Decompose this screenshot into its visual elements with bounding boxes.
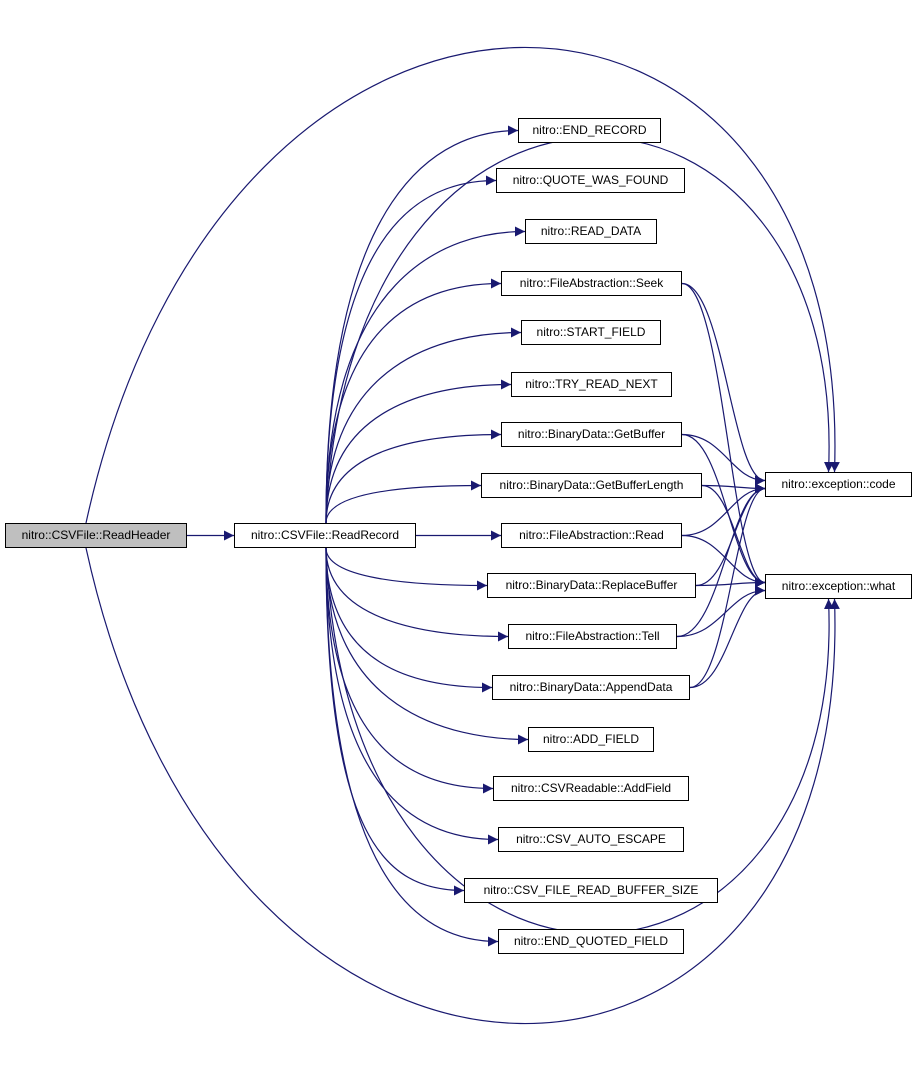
node-csv-auto-escape[interactable]: nitro::CSV_AUTO_ESCAPE [498, 827, 684, 852]
edge-bd-append-data-to-exception-code [689, 483, 766, 689]
node-end-quoted-field[interactable]: nitro::END_QUOTED_FIELD [498, 929, 684, 954]
node-start-field[interactable]: nitro::START_FIELD [521, 320, 661, 345]
edge-fa-seek-to-exception-code [681, 282, 766, 486]
node-binarydata-getbufferlength[interactable]: nitro::BinaryData::GetBufferLength [481, 473, 702, 498]
edge-read-record-to-csv-readable-add-field [325, 547, 494, 794]
edge-read-record-to-bd-replace-buffer [325, 547, 488, 591]
edge-fa-read-to-exception-what [681, 534, 766, 588]
edge-read-record-to-start-field [325, 327, 522, 524]
node-fileabstraction-tell[interactable]: nitro::FileAbstraction::Tell [508, 624, 677, 649]
edge-read-record-to-bd-append-data [325, 547, 493, 693]
edge-read-record-to-fa-tell [325, 547, 509, 642]
edge-read-record-to-bd-get-buffer [325, 429, 502, 524]
node-read-data[interactable]: nitro::READ_DATA [525, 219, 657, 244]
node-add-field[interactable]: nitro::ADD_FIELD [528, 727, 654, 752]
edge-read-header-to-exception-code [85, 46, 840, 524]
node-csv-file-read-buffer-size[interactable]: nitro::CSV_FILE_READ_BUFFER_SIZE [464, 878, 718, 903]
edge-bd-replace-buffer-to-exception-what [695, 577, 766, 588]
edge-read-record-to-end-quoted-field [325, 547, 499, 947]
node-binarydata-getbuffer[interactable]: nitro::BinaryData::GetBuffer [501, 422, 682, 447]
edge-bd-append-data-to-exception-what [689, 585, 766, 689]
node-exception-what[interactable]: nitro::exception::what [765, 574, 912, 599]
node-quote-was-found[interactable]: nitro::QUOTE_WAS_FOUND [496, 168, 685, 193]
node-binarydata-replacebuffer[interactable]: nitro::BinaryData::ReplaceBuffer [487, 573, 696, 598]
edge-read-record-to-end-record [325, 125, 519, 524]
edge-read-record-to-add-field [325, 547, 529, 745]
node-exception-code[interactable]: nitro::exception::code [765, 472, 912, 497]
node-csvfile-readrecord[interactable]: nitro::CSVFile::ReadRecord [234, 523, 416, 548]
edge-read-record-to-quote-was-found [325, 175, 497, 524]
edge-fa-read-to-exception-code [681, 483, 766, 537]
node-fileabstraction-seek[interactable]: nitro::FileAbstraction::Seek [501, 271, 682, 296]
node-fileabstraction-read[interactable]: nitro::FileAbstraction::Read [501, 523, 682, 548]
edge-read-record-to-fa-seek [325, 278, 502, 524]
node-binarydata-appenddata[interactable]: nitro::BinaryData::AppendData [492, 675, 690, 700]
edge-read-header-to-exception-what [85, 547, 840, 1025]
node-end-record[interactable]: nitro::END_RECORD [518, 118, 661, 143]
node-csvreadable-addfield[interactable]: nitro::CSVReadable::AddField [493, 776, 689, 801]
edge-fa-tell-to-exception-code [676, 483, 766, 638]
edge-read-record-to-try-read-next [325, 379, 512, 524]
edge-bd-get-buffer-to-exception-code [681, 433, 766, 486]
edge-read-record-to-read-data [325, 226, 526, 524]
edge-fa-seek-to-exception-what [681, 282, 766, 588]
node-csvfile-readheader: nitro::CSVFile::ReadHeader [5, 523, 187, 548]
node-try-read-next[interactable]: nitro::TRY_READ_NEXT [511, 372, 672, 397]
edge-read-record-to-csv-file-read-buffer-size [325, 547, 465, 896]
edge-read-record-to-bd-get-buffer-length [325, 480, 482, 524]
